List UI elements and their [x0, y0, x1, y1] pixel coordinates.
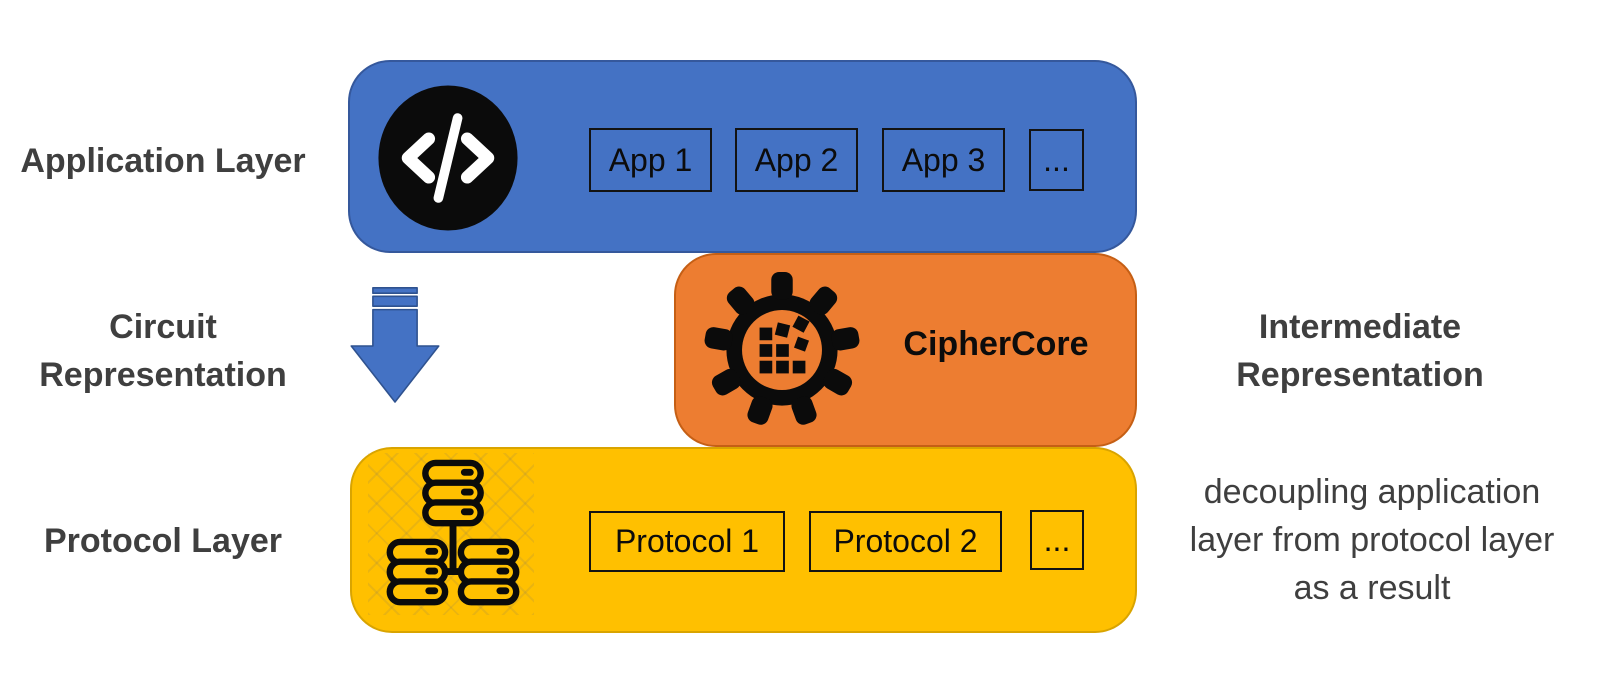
- server-stacks: [386, 459, 520, 606]
- intermediate-layer-box: CipherCore: [674, 253, 1137, 447]
- circuit-representation-line2: Representation: [39, 356, 287, 394]
- app-chip-more: ...: [1029, 129, 1084, 191]
- decoupling-note-line1: decoupling application: [1203, 473, 1541, 511]
- protocol-chip-more: ...: [1030, 510, 1084, 570]
- protocol-chip: Protocol 2: [809, 511, 1002, 572]
- intermediate-representation-line1: Intermediate: [1258, 308, 1462, 346]
- ciphercore-label: CipherCore: [903, 325, 1089, 363]
- app-chip: App 1: [589, 128, 712, 192]
- striped-down-arrow-icon: [350, 287, 440, 403]
- gear-pixel-squares: [759, 315, 810, 374]
- decoupling-note-line2: layer from protocol layer: [1189, 521, 1555, 559]
- app-chip: App 3: [882, 128, 1005, 192]
- intermediate-representation-label: Intermediate Representation: [1180, 303, 1540, 399]
- protocol-chip: Protocol 1: [589, 511, 785, 572]
- code-icon: [378, 85, 518, 231]
- circuit-representation-line1: Circuit: [109, 308, 217, 346]
- protocol-layer-box: Protocol 1 Protocol 2 ...: [350, 447, 1137, 633]
- application-layer-box: App 1 App 2 App 3 ...: [348, 60, 1137, 253]
- gear-icon: [704, 272, 860, 425]
- protocol-layer-label: Protocol Layer: [43, 522, 283, 560]
- app-chip: App 2: [735, 128, 858, 192]
- decoupling-note: decoupling application layer from protoc…: [1152, 468, 1592, 612]
- server-cluster-icon: [386, 459, 520, 606]
- circuit-representation-label: Circuit Representation: [3, 303, 323, 399]
- application-layer-label: Application Layer: [20, 142, 306, 180]
- decoupling-note-line3: as a result: [1293, 569, 1451, 607]
- intermediate-representation-line2: Representation: [1236, 356, 1484, 394]
